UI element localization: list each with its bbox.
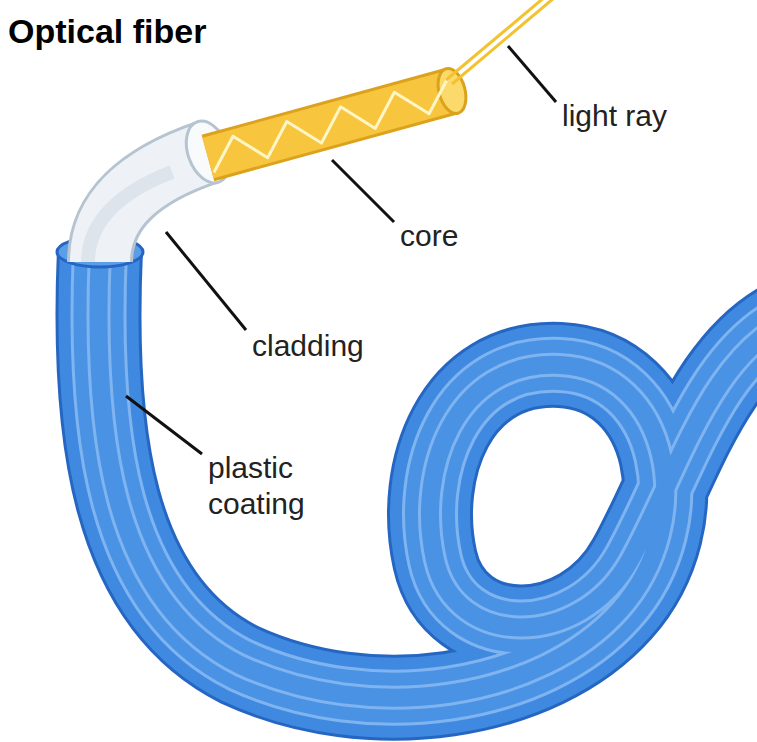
part-label: light ray: [562, 98, 667, 134]
plastic-coating-tube: [57, 237, 757, 698]
ray-line: [446, 0, 546, 80]
coating-stripe: [98, 250, 757, 698]
leader-line: [508, 46, 556, 102]
leader-line: [126, 396, 202, 454]
part-label: plastic coating: [208, 450, 336, 522]
core-tube: [208, 65, 471, 172]
coating-stripe: [98, 250, 757, 698]
part-label: core: [400, 218, 458, 254]
ray-line: [452, 0, 554, 84]
coating-body: [98, 250, 757, 698]
leader-line: [166, 232, 246, 330]
leader-line: [332, 160, 394, 222]
leader-lines: [126, 46, 556, 454]
light-path: [214, 78, 448, 173]
coating-stripe: [98, 250, 757, 698]
diagram-title: Optical fiber: [8, 12, 206, 51]
part-label: cladding: [252, 328, 364, 364]
cladding-shade: [88, 172, 172, 262]
outgoing-light-ray: [446, 0, 554, 84]
coating-outline: [98, 250, 757, 698]
coating-stripe: [98, 250, 757, 698]
